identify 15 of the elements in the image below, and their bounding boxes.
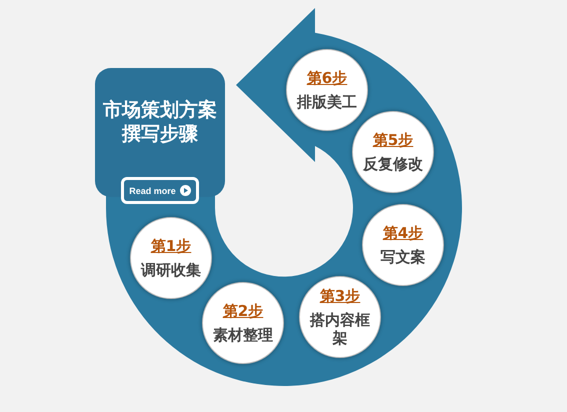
step-number: 第3步 xyxy=(320,287,360,305)
step-number: 第1步 xyxy=(150,237,192,255)
step-number: 第4步 xyxy=(382,224,424,242)
step-text: 写文案 xyxy=(380,248,426,266)
step-text: 排版美工 xyxy=(297,93,357,111)
step-number: 第5步 xyxy=(372,131,414,149)
step-number: 第6步 xyxy=(306,69,348,87)
step-text: 素材整理 xyxy=(213,326,273,344)
title-text: 市场策划方案撰写步骤 xyxy=(102,98,218,146)
read-more-button: Read more xyxy=(121,177,199,204)
step-number: 第2步 xyxy=(222,302,264,320)
step-text: 搭内容框架 xyxy=(310,311,370,347)
title-box xyxy=(95,68,225,197)
step-text: 反复修改 xyxy=(363,155,423,173)
step-text: 调研收集 xyxy=(141,261,201,279)
